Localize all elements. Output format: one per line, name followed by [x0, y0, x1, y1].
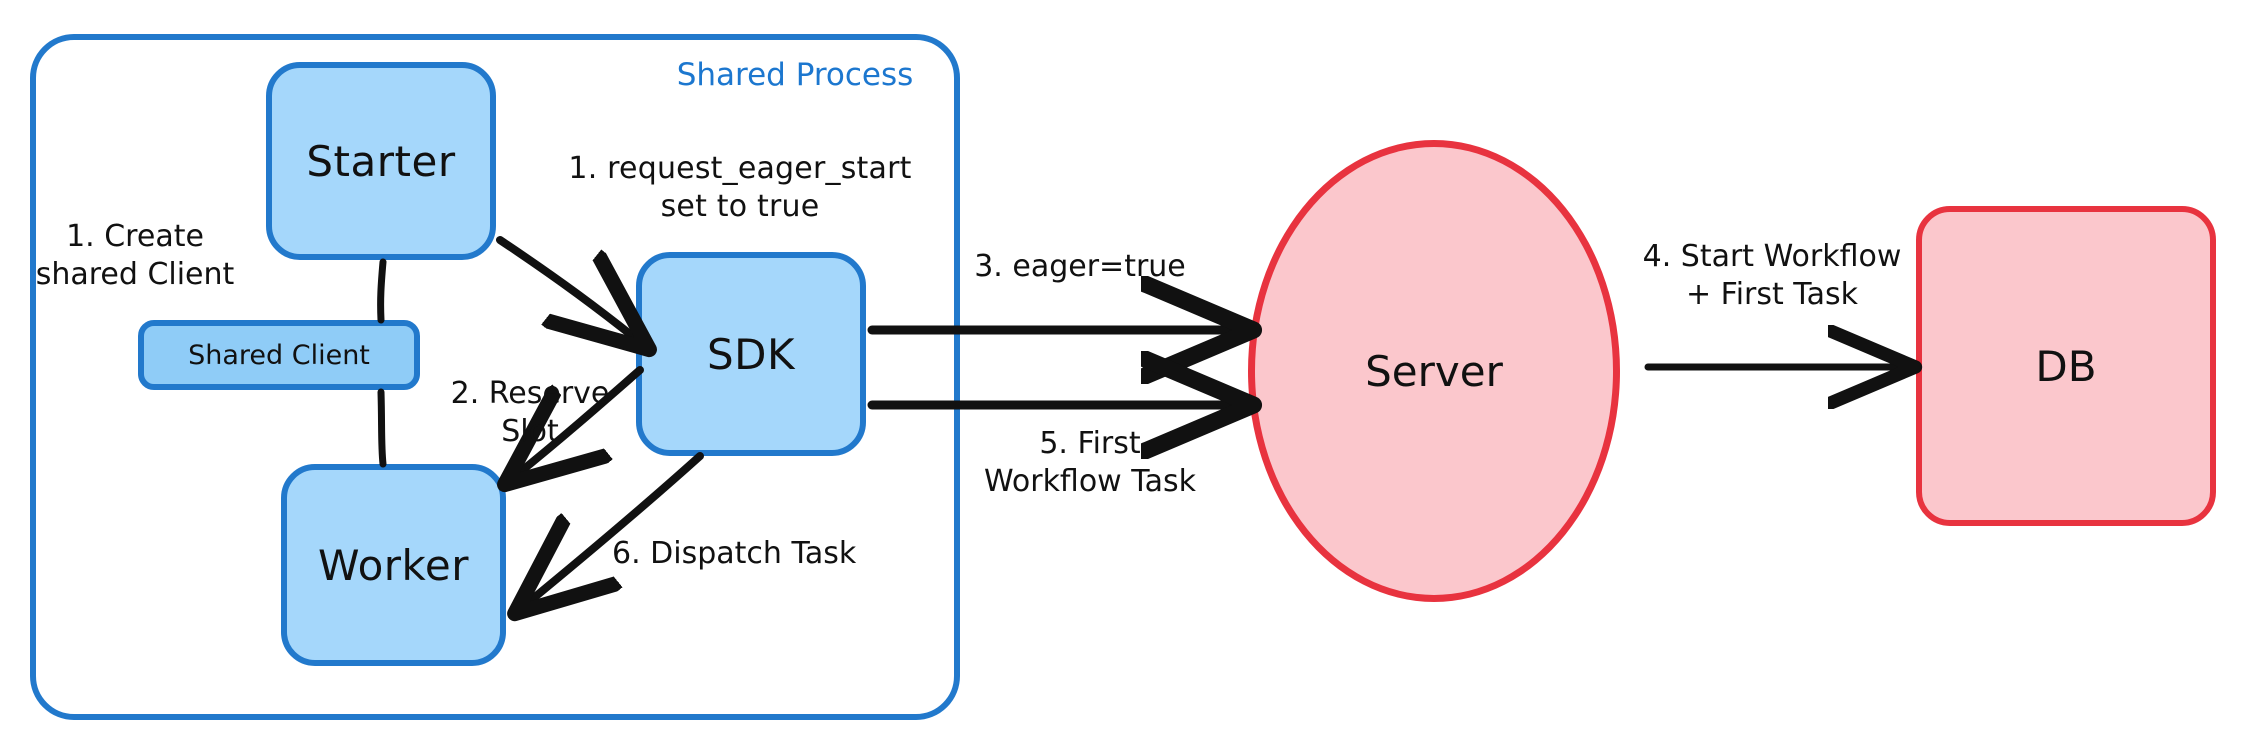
shared-process-container: [30, 34, 960, 720]
node-starter[interactable]: Starter: [266, 62, 496, 260]
node-db[interactable]: DB: [1916, 206, 2216, 526]
node-sdk[interactable]: SDK: [636, 252, 866, 456]
node-shared-client-label: Shared Client: [188, 339, 370, 371]
label-eager-true: 3. eager=true: [974, 249, 1186, 284]
node-starter-label: Starter: [306, 136, 456, 186]
label-request-eager-start: 1. request_eager_start set to true: [568, 151, 912, 225]
node-shared-client[interactable]: Shared Client: [138, 320, 420, 390]
label-reserve-slot: 2. Reserve Slot: [450, 376, 610, 450]
shared-process-label: Shared Process: [676, 57, 914, 93]
node-server-label: Server: [1365, 346, 1503, 396]
node-server[interactable]: Server: [1248, 140, 1620, 602]
node-db-label: DB: [2035, 341, 2097, 391]
label-create-shared-client: 1. Create shared Client: [35, 219, 235, 293]
node-worker-label: Worker: [318, 540, 469, 590]
label-start-workflow-first-task: 4. Start Workflow + First Task: [1642, 239, 1902, 313]
node-sdk-label: SDK: [706, 329, 796, 379]
label-first-workflow-task: 5. First Workflow Task: [983, 426, 1197, 500]
node-worker[interactable]: Worker: [281, 464, 506, 666]
label-dispatch-task: 6. Dispatch Task: [612, 536, 857, 571]
